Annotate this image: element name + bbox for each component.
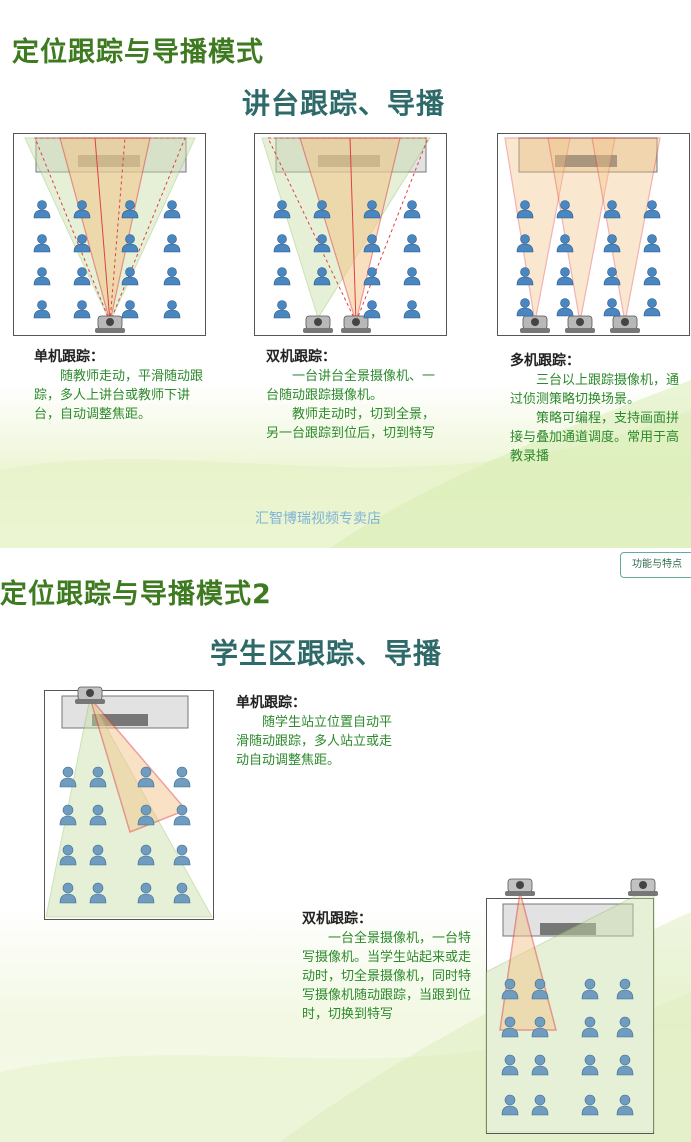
page-title: 定位跟踪与导播模式 [12, 37, 264, 68]
student-single-heading: 单机跟踪： [236, 695, 306, 711]
multi-tracking-description: 多机跟踪： 三台以上跟踪摄像机，通过侦测策略切换场景。 策略可编程，支持画面拼接… [510, 352, 682, 466]
page-title-2: 定位跟踪与导播模式2 [0, 579, 272, 610]
single-tracking-heading: 单机跟踪： [34, 349, 104, 365]
slide-student-tracking: 功能与特点 定位跟踪与导播模式2 学生区跟踪、导播 [0, 552, 691, 1142]
slide-teacher-tracking: 定位跟踪与导播模式 讲台跟踪、导播 [0, 0, 691, 548]
student-single-text: 随学生站立位置自动平滑随动跟踪，多人站立或走动自动调整焦距。 [236, 715, 393, 768]
double-tracking-description: 双机跟踪： 一台讲台全景摄像机、一台随动跟踪摄像机。 教师走动时，切到全景，另一… [266, 348, 436, 443]
double-tracking-heading: 双机跟踪： [266, 349, 336, 365]
student-tracking-diagrams [45, 686, 659, 1133]
student-single-tracking-description: 单机跟踪： 随学生站立位置自动平滑随动跟踪，多人站立或走动自动调整焦距。 [236, 694, 398, 770]
multi-tracking-text-2: 策略可编程，支持画面拼接与叠加通道调度。常用于高教录播 [510, 411, 680, 464]
double-tracking-text-1: 一台讲台全景摄像机、一台随动跟踪摄像机。 [266, 369, 436, 403]
store-watermark: 汇智博瑞视频专卖店 [255, 511, 381, 527]
single-tracking-text: 随教师走动，平滑随动跟踪，多人上讲台或教师下讲台，自动调整焦距。 [34, 369, 204, 422]
section-subtitle-2: 学生区跟踪、导播 [210, 637, 443, 670]
student-double-text: 一台全景摄像机，一台特写摄像机。当学生站起来或走动时，切全景摄像机，同时特写摄像… [302, 931, 472, 1022]
section-subtitle: 讲台跟踪、导播 [242, 87, 446, 120]
multi-tracking-text-1: 三台以上跟踪摄像机，通过侦测策略切换场景。 [510, 373, 680, 407]
double-tracking-text-2: 教师走动时，切到全景，另一台跟踪到位后，切到特写 [266, 407, 436, 441]
feature-badge: 功能与特点 [620, 552, 691, 578]
student-double-tracking-description: 双机跟踪： 一台全景摄像机，一台特写摄像机。当学生站起来或走动时，切全景摄像机，… [302, 910, 478, 1024]
tracking-diagrams [24, 137, 661, 334]
multi-tracking-heading: 多机跟踪： [510, 353, 580, 369]
student-double-heading: 双机跟踪： [302, 911, 372, 927]
single-tracking-description: 单机跟踪： 随教师走动，平滑随动跟踪，多人上讲台或教师下讲台，自动调整焦距。 [34, 348, 204, 424]
